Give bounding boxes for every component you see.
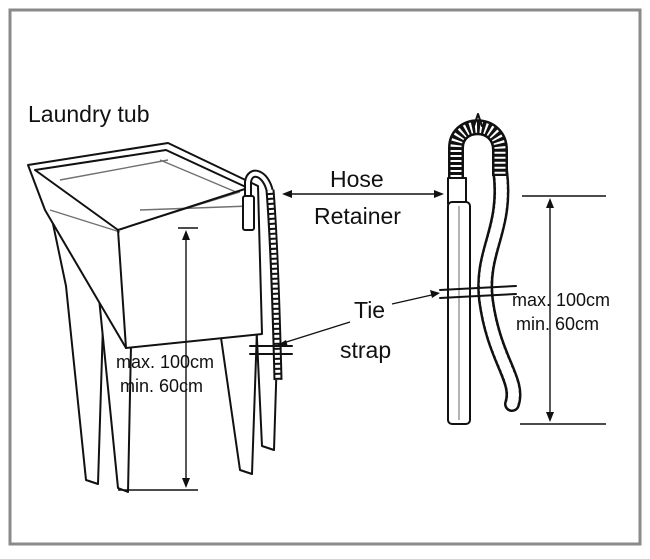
hose-retainer-arrow-right <box>434 190 444 198</box>
tub-hose-end <box>242 195 255 231</box>
right-min-label: min. 60cm <box>516 314 599 334</box>
standpipe-tie-strap <box>439 285 517 299</box>
tub-basin <box>27 142 263 349</box>
tub-corner-edge <box>117 229 127 349</box>
hose-label: Hose <box>330 166 384 192</box>
tie-label: Tie <box>354 297 385 323</box>
hose-retainer-arrow-left <box>282 190 292 198</box>
left-dimension <box>118 227 198 491</box>
laundry-tub <box>27 142 293 493</box>
tub-leg-front-right <box>255 317 279 451</box>
left-min-label: min. 60cm <box>120 376 203 396</box>
right-max-label: max. 100cm <box>512 290 610 310</box>
standpipe-pipe <box>447 201 471 425</box>
laundry-tub-label: Laundry tub <box>28 101 149 127</box>
hose-clip <box>473 113 483 127</box>
standpipe <box>439 113 522 425</box>
hose-retainer <box>447 177 467 205</box>
callouts <box>276 190 444 347</box>
right-dimension <box>520 195 606 425</box>
retainer-label: Retainer <box>314 203 401 229</box>
strap-label: strap <box>340 337 391 363</box>
left-max-label: max. 100cm <box>116 352 214 372</box>
